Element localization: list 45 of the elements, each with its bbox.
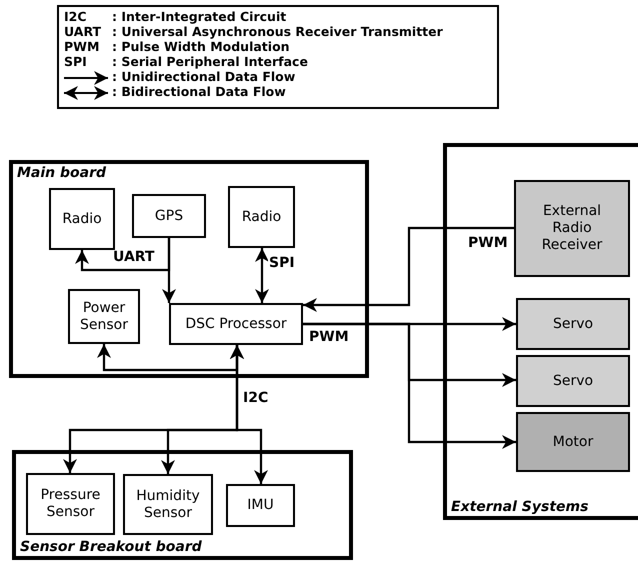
board-frame	[443, 143, 638, 520]
component-label: Servo	[552, 372, 594, 390]
abbreviation: PWM	[64, 40, 100, 54]
component-label: Radio	[62, 210, 102, 228]
component-label: Humidity Sensor	[135, 488, 201, 522]
component-label: Power Sensor	[79, 300, 129, 334]
abbreviation-meaning: : Pulse Width Modulation	[112, 40, 290, 54]
component-box	[226, 484, 295, 527]
component-box	[123, 474, 213, 535]
component-label: Motor	[552, 434, 594, 450]
component-box	[516, 412, 630, 472]
component-box	[516, 355, 630, 407]
component-label: Pressure Sensor	[40, 487, 102, 521]
component-label: External Radio Receiver	[540, 203, 604, 254]
abbreviation-meaning: : Inter-Integrated Circuit	[112, 10, 286, 24]
component-label: DSC Processor	[185, 316, 287, 332]
component-box	[132, 194, 206, 238]
arrow	[255, 248, 269, 303]
abbreviation-meaning: : Universal Asynchronous Receiver Transmitter	[112, 25, 443, 39]
legend-text: : Bidirectional Data Flow	[112, 85, 286, 99]
component-box	[169, 303, 303, 345]
abbreviation-meaning: : Serial Peripheral Interface	[112, 55, 308, 69]
legend-text: : Unidirectional Data Flow	[112, 70, 296, 84]
arrow	[162, 238, 176, 303]
arrow	[97, 344, 244, 372]
abbreviation: UART	[64, 25, 102, 39]
abbreviation: SPI	[64, 55, 87, 69]
component-label: Radio	[242, 208, 282, 226]
component-label: GPS	[154, 208, 184, 224]
component-box	[516, 298, 630, 350]
component-box	[68, 289, 140, 344]
component-box	[26, 473, 115, 535]
component-box	[49, 188, 115, 250]
board-frame	[9, 160, 369, 378]
component-label: IMU	[247, 497, 274, 514]
board-title: External Systems	[451, 499, 588, 515]
board-frame	[12, 450, 353, 560]
abbreviation: I2C	[64, 10, 87, 24]
board-title: Sensor Breakout board	[20, 539, 202, 555]
board-title: Main board	[17, 165, 106, 181]
component-label: Servo	[552, 316, 594, 332]
component-box	[228, 186, 295, 248]
arrow	[303, 322, 516, 449]
component-box	[514, 180, 630, 277]
arrow	[303, 226, 514, 312]
